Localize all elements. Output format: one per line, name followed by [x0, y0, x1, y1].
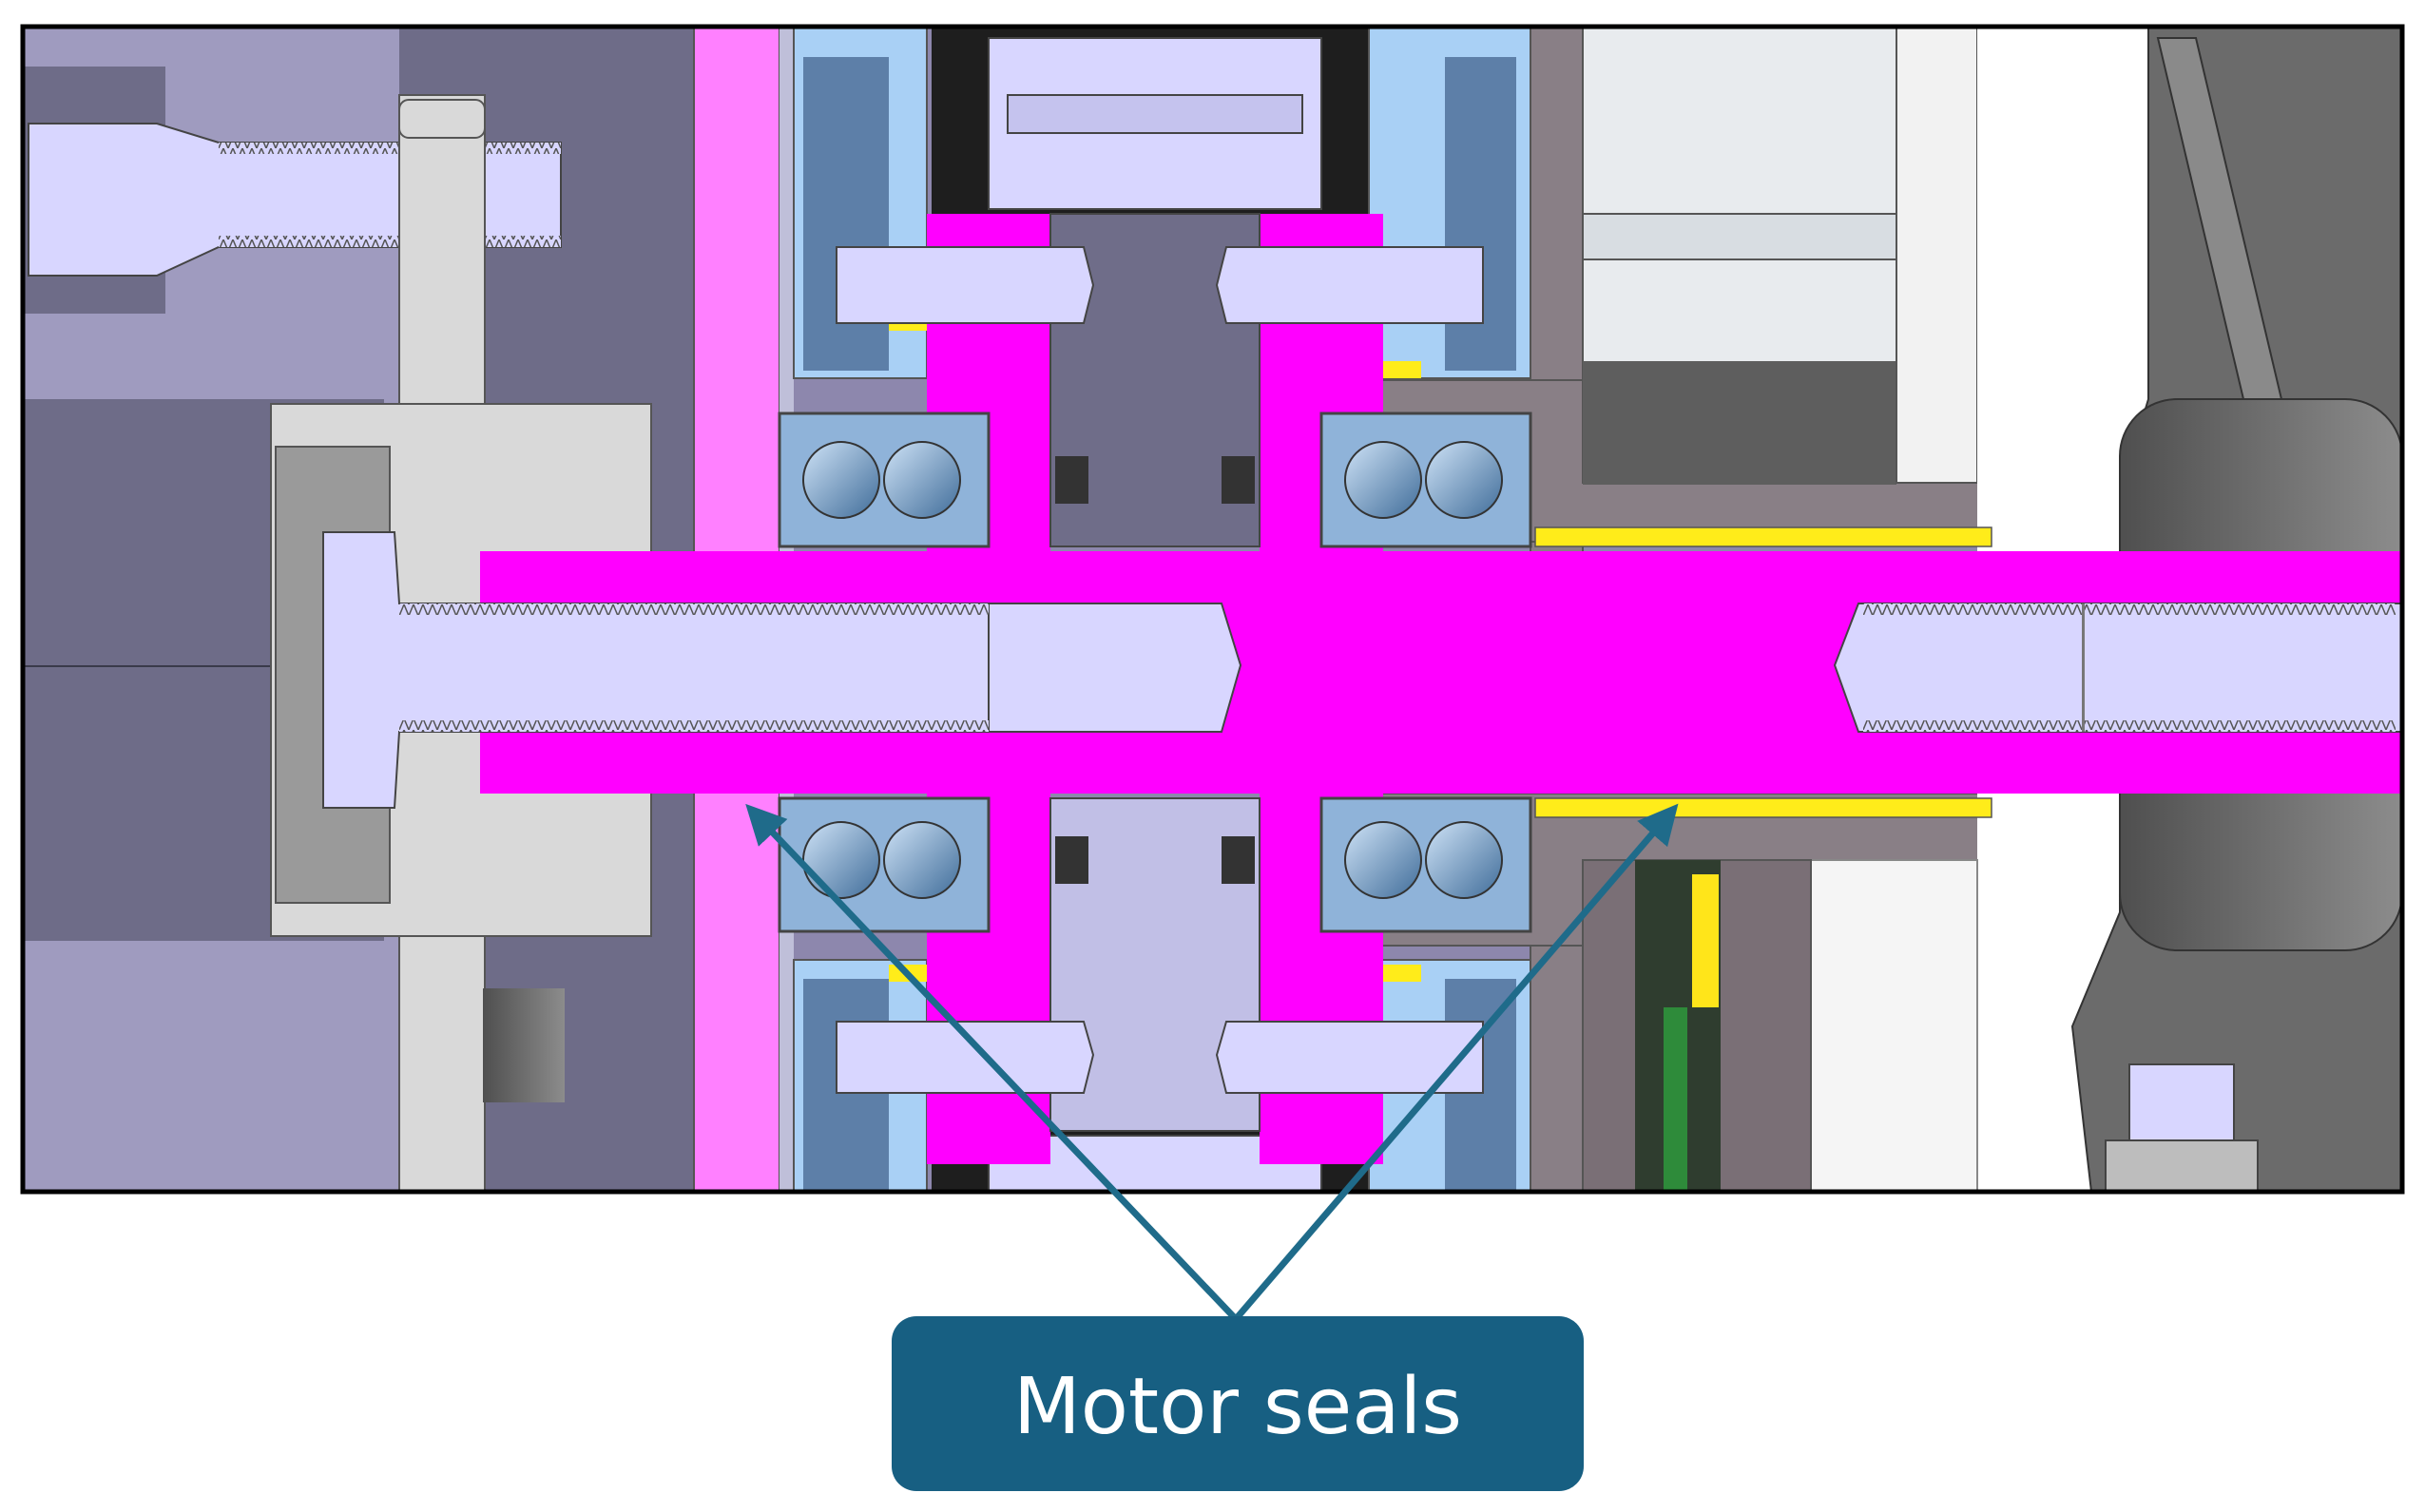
- arrow-left: [745, 803, 1239, 1322]
- shaft-bolts: [322, 531, 2403, 809]
- rotor-screws: [836, 246, 1484, 1094]
- motor-housing-right: [2070, 26, 2403, 1193]
- cross-section-picture: [20, 24, 2405, 1195]
- bearing-top-left: [778, 411, 991, 548]
- callout-arrows: [745, 803, 1679, 1322]
- arrow-right: [1233, 803, 1679, 1322]
- rotor-casing: [932, 27, 1369, 1193]
- bearing-top-right: [1319, 411, 1532, 548]
- callout-box: Motor seals: [892, 1316, 1584, 1491]
- picture-frame: [20, 24, 2405, 1195]
- bearing-bottom-left: [778, 796, 991, 933]
- callout-label: Motor seals: [1013, 1362, 1462, 1452]
- seal-strips: [889, 314, 1992, 982]
- bearing-bottom-right: [1319, 796, 1532, 933]
